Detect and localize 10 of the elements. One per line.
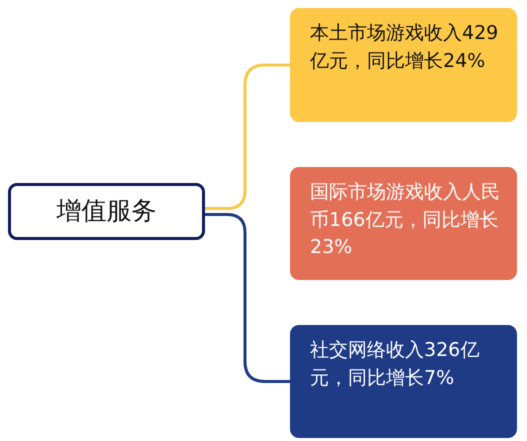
- root-label: 增值服务: [56, 195, 156, 228]
- root-box: [8, 183, 205, 240]
- box-text: 本土市场游戏收入429亿元，同比增长24%: [310, 21, 500, 74]
- bracket-line: [204, 213, 292, 383]
- box-text: 国际市场游戏收入人民币166亿元，同比增长23%: [310, 180, 501, 260]
- category-box: [290, 8, 517, 122]
- box-text: 社交网络收入326亿元，同比增长7%: [310, 338, 480, 391]
- bracket-line: [204, 64, 292, 210]
- category-box: [290, 167, 517, 280]
- category-box: [290, 325, 517, 438]
